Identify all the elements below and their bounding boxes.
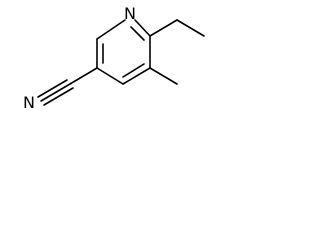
nitrile-nitrogen-label: N [23,93,35,112]
bond-c3-c4 [122,67,151,85]
triple-bond-line-2 [37,79,68,98]
bond-c3-c4-inner [122,63,145,78]
bond-nitrile-link [69,67,98,85]
bond-n1-c6 [96,19,126,40]
structure-diagram: N N [0,0,220,118]
triple-bond-line-3 [43,87,74,106]
molecule-svg: N N [23,4,205,112]
bond-c4-c5 [96,67,124,85]
bond-n1-c2 [134,19,151,37]
bond-n1-c2-inner [130,26,145,41]
bond-methyl [149,67,178,85]
ring-nitrogen-label: N [124,4,136,23]
bond-ethyl-ch3 [176,19,205,37]
bond-ethyl-ch2 [149,19,178,37]
triple-bond-line-1 [40,83,71,102]
